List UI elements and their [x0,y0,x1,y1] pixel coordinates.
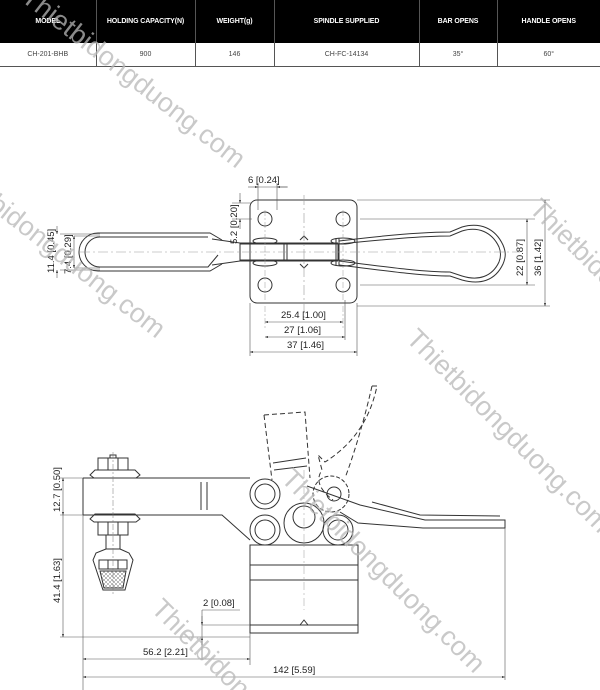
top-view [78,195,520,330]
watermark-text: Thietbidongduong.com [524,193,600,408]
side-view-dimensions [60,477,506,690]
dim-hole-span: 27 [1.06] [284,325,321,336]
header-handle-opens: HANDLE OPENS [497,0,600,43]
header-model: MODEL [0,0,97,43]
cell-bar-opens: 35° [419,43,498,67]
dim-handle-inner: 7.4 [0.29] [63,234,74,274]
header-bar-opens: BAR OPENS [419,0,498,43]
spec-table: MODEL HOLDING CAPACITY(N) WEIGHT(g) SPIN… [0,0,600,67]
watermark-text: Thietbidongduong.com [401,323,600,538]
cell-handle-opens: 60° [497,43,600,67]
dim-base-width: 37 [1.46] [287,340,324,351]
side-view [82,385,506,634]
watermark-text: Thietbidongduong.com [276,463,491,678]
dim-bar-thickness: 12.7 [0.50] [52,467,63,512]
cell-weight: 146 [195,43,275,67]
spec-table-row: CH-201-BHB 900 146 CH-FC-14134 35° 60° [0,43,600,67]
dim-slot-offset: 5.2 [0.20] [229,204,240,244]
header-spindle-supplied: SPINDLE SUPPLIED [274,0,420,43]
side-view-dim-labels: 12.7 [0.50] 41.4 [1.63] 2 [0.08] 56.2 [2… [52,467,315,676]
watermark-text: Thietbidongduong.com [16,0,251,174]
top-view-dimensions [56,183,550,356]
top-view-dim-labels: 6 [0.24] 5.2 [0.20] 11.4 [0.45] 7.4 [0.2… [46,175,544,351]
dim-handle-outer: 11.4 [0.45] [46,229,57,273]
dim-overall-length: 142 [5.59] [273,665,315,676]
cell-spindle-supplied: CH-FC-14134 [274,43,420,67]
dim-base-depth: 36 [1.42] [533,239,544,276]
dim-spindle-height: 41.4 [1.63] [52,558,63,603]
header-holding-capacity: HOLDING CAPACITY(N) [96,0,196,43]
dim-slot-width: 6 [0.24] [248,175,280,186]
watermark-text: Thietbidongduong.com [146,593,361,690]
dim-spindle-reach: 56.2 [2.21] [143,647,188,658]
spec-table-header-row: MODEL HOLDING CAPACITY(N) WEIGHT(g) SPIN… [0,0,600,43]
header-weight: WEIGHT(g) [195,0,275,43]
base-plate [249,199,358,304]
dim-base-offset: 2 [0.08] [203,598,235,609]
dim-grip-width: 22 [0.87] [515,239,526,276]
cell-model: CH-201-BHB [0,43,97,67]
dim-hole-spacing: 25.4 [1.00] [281,310,326,321]
cell-holding-capacity: 900 [96,43,196,67]
